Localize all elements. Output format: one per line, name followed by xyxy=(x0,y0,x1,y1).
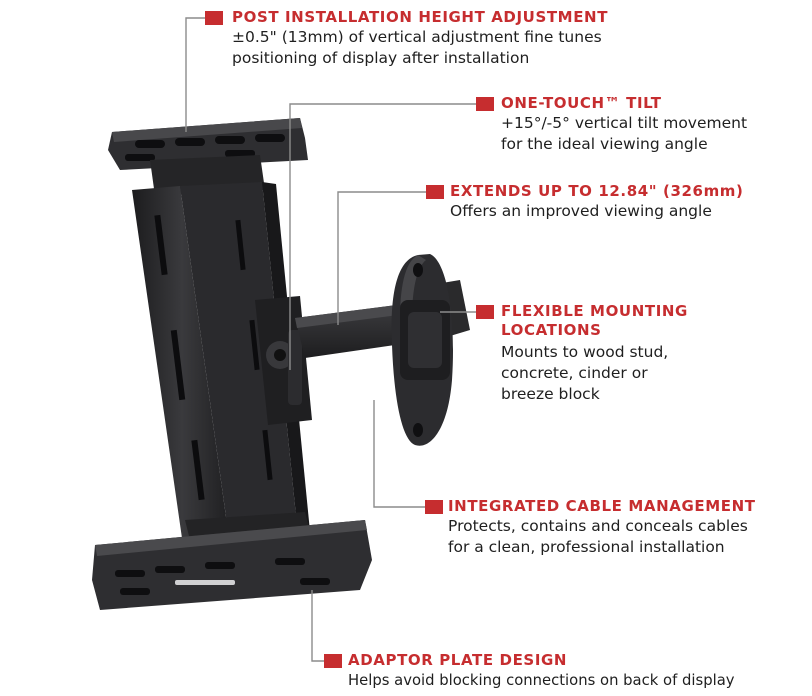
adaptor-title: ADAPTOR PLATE DESIGN xyxy=(348,651,568,669)
flexible-title-line-2: LOCATIONS xyxy=(501,321,602,339)
cable-desc-line-1: Protects, contains and conceals cables xyxy=(448,517,748,535)
callout-adaptor: ADAPTOR PLATE DESIGN Helps avoid blockin… xyxy=(348,651,735,691)
leader-cable xyxy=(373,400,427,508)
one-touch-marker xyxy=(476,97,494,111)
post-install-desc-line-2: positioning of display after installatio… xyxy=(232,49,530,67)
extends-title: EXTENDS UP TO 12.84" (326mm) xyxy=(450,182,744,200)
callout-post-install: POST INSTALLATION HEIGHT ADJUSTMENT ±0.5… xyxy=(232,8,608,69)
callout-flexible: FLEXIBLE MOUNTING LOCATIONS Mounts to wo… xyxy=(501,302,688,405)
flexible-desc-line-1: Mounts to wood stud, xyxy=(501,343,669,361)
wall-plate xyxy=(391,254,454,446)
callout-one-touch: ONE-TOUCH™ TILT +15°/-5° vertical tilt m… xyxy=(501,94,747,155)
flexible-desc-line-3: breeze block xyxy=(501,385,600,403)
extends-marker xyxy=(426,185,444,199)
one-touch-desc-line-1: +15°/-5° vertical tilt movement xyxy=(501,114,748,132)
adaptor-desc-line-1: Helps avoid blocking connections on back… xyxy=(348,672,735,689)
leader-post-install xyxy=(185,17,210,132)
one-touch-desc-line-2: for the ideal viewing angle xyxy=(501,135,708,153)
post-install-title: POST INSTALLATION HEIGHT ADJUSTMENT xyxy=(232,8,609,26)
flexible-title-line-1: FLEXIBLE MOUNTING xyxy=(501,302,688,320)
extends-desc-line-1: Offers an improved viewing angle xyxy=(450,202,712,220)
flexible-desc-line-2: concrete, cinder or xyxy=(501,364,648,382)
cable-desc-line-2: for a clean, professional installation xyxy=(448,538,725,556)
post-install-marker xyxy=(205,11,223,25)
callout-cable: INTEGRATED CABLE MANAGEMENT Protects, co… xyxy=(448,497,756,558)
cable-marker xyxy=(425,500,443,514)
leader-extends xyxy=(337,191,430,325)
post-install-desc-line-1: ±0.5" (13mm) of vertical adjustment fine… xyxy=(232,28,602,46)
flexible-marker xyxy=(476,305,494,319)
cable-title: INTEGRATED CABLE MANAGEMENT xyxy=(448,497,756,515)
callout-extends: EXTENDS UP TO 12.84" (326mm) Offers an i… xyxy=(450,182,744,222)
adaptor-marker xyxy=(324,654,342,668)
one-touch-title: ONE-TOUCH™ TILT xyxy=(501,94,662,112)
vertical-rails xyxy=(132,182,312,566)
top-bracket xyxy=(108,118,308,196)
bottom-adaptor-plate xyxy=(92,512,372,610)
leader-adaptor xyxy=(311,590,330,662)
leader-one-touch xyxy=(289,103,478,370)
